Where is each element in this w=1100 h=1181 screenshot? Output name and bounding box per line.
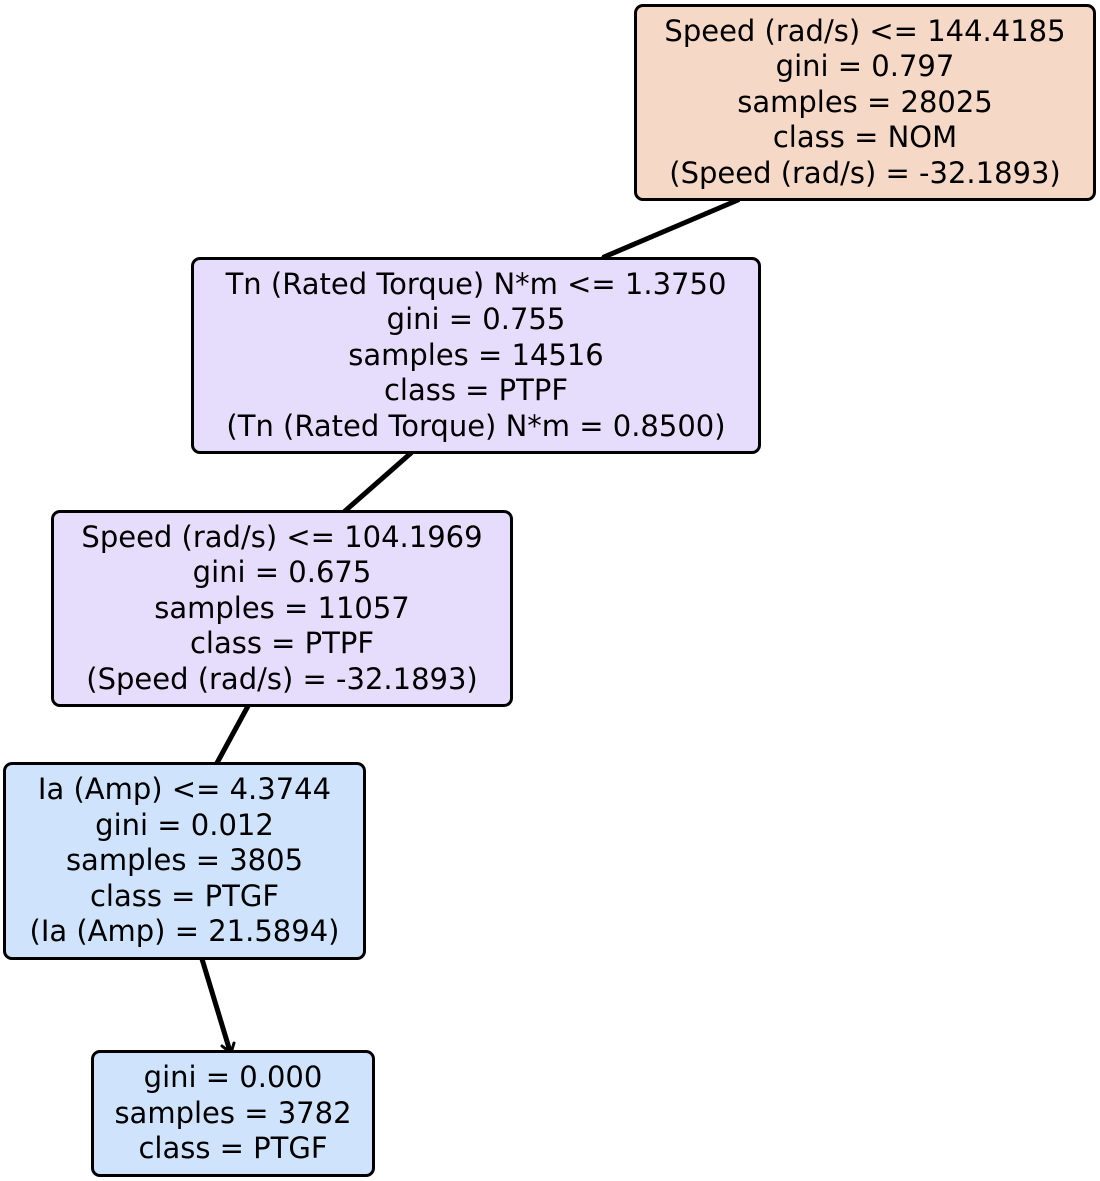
- node-gini: gini = 0.012: [95, 807, 274, 842]
- node-gini: gini = 0.675: [192, 555, 372, 590]
- node-class: class = PTPF: [189, 626, 375, 661]
- node-class: class = PTGF: [89, 878, 280, 913]
- tree-node-level-3: Ia (Amp) <= 4.3744 gini = 0.012 samples …: [3, 762, 366, 960]
- node-samples: samples = 14516: [348, 337, 604, 372]
- node-split-condition: Speed (rad/s) <= 104.1969: [81, 519, 483, 554]
- node-gini: gini = 0.755: [386, 302, 566, 337]
- node-gini: gini = 0.000: [143, 1060, 323, 1095]
- node-samples: samples = 11057: [154, 590, 410, 625]
- node-value: (Ia (Amp) = 21.5894): [29, 914, 340, 949]
- node-gini: gini = 0.797: [775, 49, 955, 84]
- node-split-condition: Ia (Amp) <= 4.3744: [37, 772, 332, 807]
- edge-node3-to-leaf: [199, 956, 232, 1051]
- node-value: (Tn (Rated Torque) N*m = 0.8500): [226, 408, 726, 443]
- edge-node2-to-node3: [214, 703, 251, 766]
- node-class: class = NOM: [772, 120, 958, 155]
- node-split-condition: Tn (Rated Torque) N*m <= 1.3750: [225, 266, 727, 301]
- node-value: (Speed (rad/s) = -32.1893): [669, 155, 1061, 190]
- tree-node-level-2: Speed (rad/s) <= 104.1969 gini = 0.675 s…: [51, 510, 513, 707]
- edge-root-to-node1: [601, 197, 741, 260]
- node-split-condition: Speed (rad/s) <= 144.4185: [664, 13, 1066, 48]
- node-class: class = PTPF: [383, 373, 569, 408]
- node-value: (Speed (rad/s) = -32.1893): [86, 661, 478, 696]
- node-samples: samples = 3782: [114, 1095, 352, 1130]
- node-class: class = PTGF: [138, 1131, 328, 1166]
- node-samples: samples = 3805: [65, 843, 304, 878]
- node-samples: samples = 28025: [737, 84, 993, 119]
- tree-node-leaf: gini = 0.000 samples = 3782 class = PTGF: [91, 1050, 375, 1177]
- edge-node1-to-node2: [342, 450, 414, 514]
- tree-node-root: Speed (rad/s) <= 144.4185 gini = 0.797 s…: [634, 4, 1096, 201]
- tree-node-level-1: Tn (Rated Torque) N*m <= 1.3750 gini = 0…: [191, 257, 761, 454]
